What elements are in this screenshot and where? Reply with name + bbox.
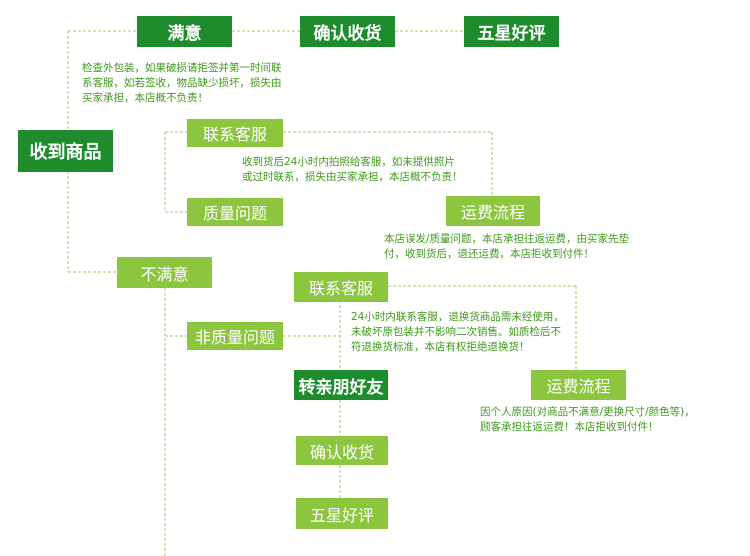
received-goods-box: 收到商品 bbox=[18, 130, 113, 172]
confirm-receipt-top-box: 确认收货 bbox=[300, 16, 395, 47]
unsatisfied-label: 不满意 bbox=[140, 264, 189, 284]
non-quality-issue-box: 非质量问题 bbox=[187, 322, 283, 350]
five-star-bottom-label: 五星好评 bbox=[309, 505, 374, 525]
note-line: 收到货后24小时内拍照给客服，如未提供照片 bbox=[242, 156, 455, 168]
non-quality-issue-label: 非质量问题 bbox=[194, 328, 275, 347]
received-goods-label: 收到商品 bbox=[29, 142, 102, 163]
satisfied-box: 满意 bbox=[137, 16, 232, 47]
shipping-process-1-box: 运费流程 bbox=[446, 196, 540, 226]
note-line: 符退换货标准，本店有权拒绝退换货！ bbox=[351, 341, 530, 353]
note-line: 未破坏原包装并不影响二次销售。如质检后不 bbox=[351, 326, 561, 338]
note-line: 本店误发/质量问题，本店承担往返运费，由买家先垫 bbox=[384, 233, 630, 245]
contact-service-1-box: 联系客服 bbox=[187, 119, 283, 147]
contact-service-2-label: 联系客服 bbox=[308, 279, 373, 298]
contact-service-2-box: 联系客服 bbox=[294, 272, 388, 302]
quality-issue-box: 质量问题 bbox=[187, 198, 283, 226]
note-check-package: 检查外包装，如果破损请拒签并第一时间联 系客服，如若签收，物品缺少损坏，损失由 … bbox=[82, 61, 292, 106]
note-line: 付，收到货后，退还运费，本店拒收到付件！ bbox=[384, 248, 594, 260]
note-line: 24小时内联系客服，退换货商品需未经使用， bbox=[351, 311, 564, 323]
note-personal-reason: 因个人原因(对商品不满意/更换尺寸/颜色等)， 顾客承担往返运费！本店拒收到付件… bbox=[480, 405, 720, 435]
share-friends-box: 转亲朋好友 bbox=[294, 370, 388, 400]
quality-issue-label: 质量问题 bbox=[202, 204, 267, 223]
confirm-receipt-bottom-box: 确认收货 bbox=[296, 436, 388, 465]
confirm-receipt-top-label: 确认收货 bbox=[313, 24, 382, 44]
note-line: 顾客承担往返运费！本店拒收到付件！ bbox=[480, 421, 659, 433]
five-star-bottom-box: 五星好评 bbox=[296, 498, 388, 529]
note-line: 买家承担，本店概不负责！ bbox=[82, 92, 208, 104]
confirm-receipt-bottom-label: 确认收货 bbox=[309, 442, 374, 462]
shipping-process-2-box: 运费流程 bbox=[531, 370, 626, 400]
shipping-process-2-label: 运费流程 bbox=[546, 377, 611, 396]
share-friends-label: 转亲朋好友 bbox=[298, 377, 384, 398]
note-line: 因个人原因(对商品不满意/更换尺寸/颜色等)， bbox=[480, 406, 695, 418]
note-shipping-quality: 本店误发/质量问题，本店承担往返运费，由买家先垫 付，收到货后，退还运费，本店拒… bbox=[384, 232, 644, 262]
note-non-quality-return: 24小时内联系客服，退换货商品需未经使用， 未破坏原包装并不影响二次销售。如质检… bbox=[351, 310, 571, 355]
five-star-top-label: 五星好评 bbox=[477, 24, 546, 44]
contact-service-1-label: 联系客服 bbox=[202, 125, 267, 144]
note-line: 系客服，如若签收，物品缺少损坏，损失由 bbox=[82, 77, 282, 89]
note-line: 或过时联系，损失由买家承担，本店概不负责！ bbox=[242, 171, 463, 183]
shipping-process-1-label: 运费流程 bbox=[460, 203, 525, 222]
note-photo-24h: 收到货后24小时内拍照给客服，如未提供照片 或过时联系，损失由买家承担，本店概不… bbox=[242, 155, 482, 185]
note-line: 检查外包装，如果破损请拒签并第一时间联 bbox=[82, 62, 282, 74]
satisfied-label: 满意 bbox=[167, 24, 202, 44]
unsatisfied-box: 不满意 bbox=[117, 257, 212, 288]
five-star-top-box: 五星好评 bbox=[464, 16, 559, 47]
